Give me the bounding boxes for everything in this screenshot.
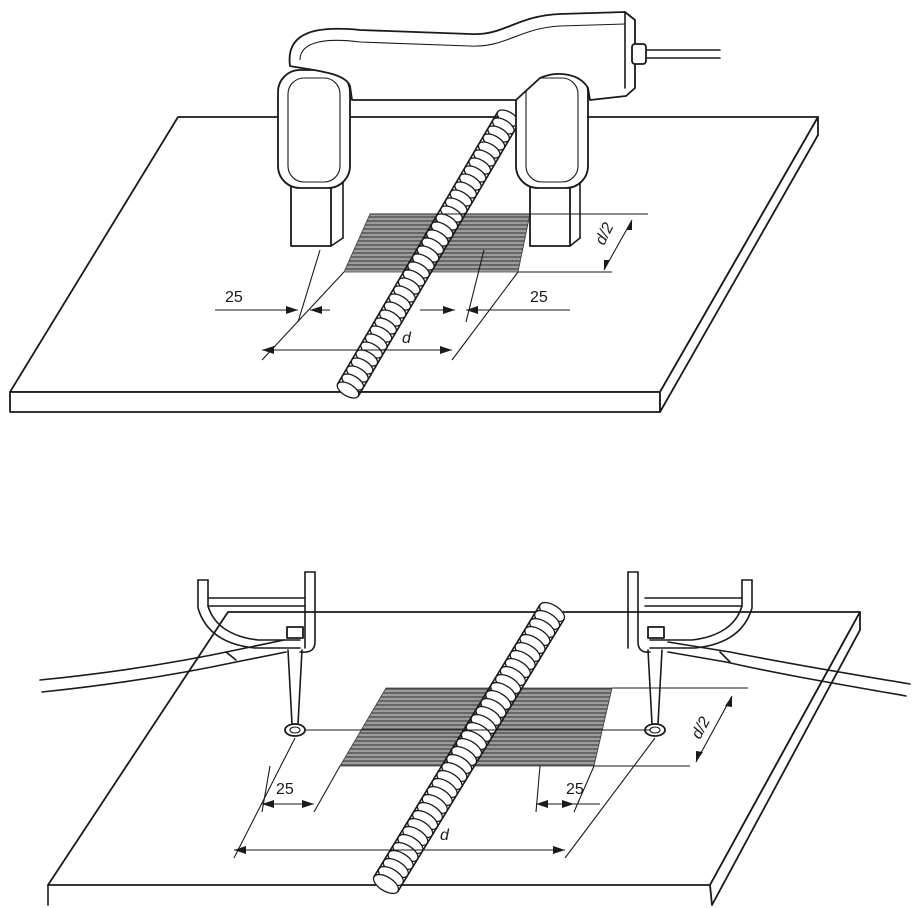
- yoke-handle: [288, 11, 636, 101]
- yoke-cable: [645, 49, 721, 59]
- bottom-weld-bead: [372, 601, 566, 895]
- right-prod-cable: [667, 641, 911, 697]
- left-prod: [39, 571, 316, 737]
- yoke-right-leg: [515, 69, 589, 247]
- top-plate-front-edge: [9, 391, 661, 413]
- bottom-plate-side-edge: [709, 611, 861, 906]
- right-prod: [627, 571, 911, 737]
- bottom-left-offset-label: 25: [276, 781, 294, 798]
- top-plate-side-edge: [659, 116, 819, 413]
- weld-edge: [336, 111, 520, 397]
- top-dimensions: d/2 d 25 25: [215, 213, 648, 361]
- top-view-yoke-setup: d/2 d 25 25: [9, 11, 819, 413]
- yoke-left-leg: [277, 69, 351, 247]
- weld-edge: [373, 603, 565, 893]
- bottom-right-offset-label: 25: [566, 781, 584, 798]
- bottom-view-prod-setup: d/2 d 25 25: [39, 571, 911, 906]
- top-distance-label: d: [402, 330, 412, 347]
- top-right-offset-label: 25: [530, 289, 548, 306]
- yoke-cable-connector: [631, 43, 647, 65]
- top-weld-bead: [336, 109, 520, 399]
- bottom-dimensions: d/2 d 25 25: [233, 687, 748, 859]
- top-left-offset-label: 25: [225, 289, 243, 306]
- left-prod-cable: [39, 639, 287, 693]
- bottom-distance-label: d: [440, 827, 450, 844]
